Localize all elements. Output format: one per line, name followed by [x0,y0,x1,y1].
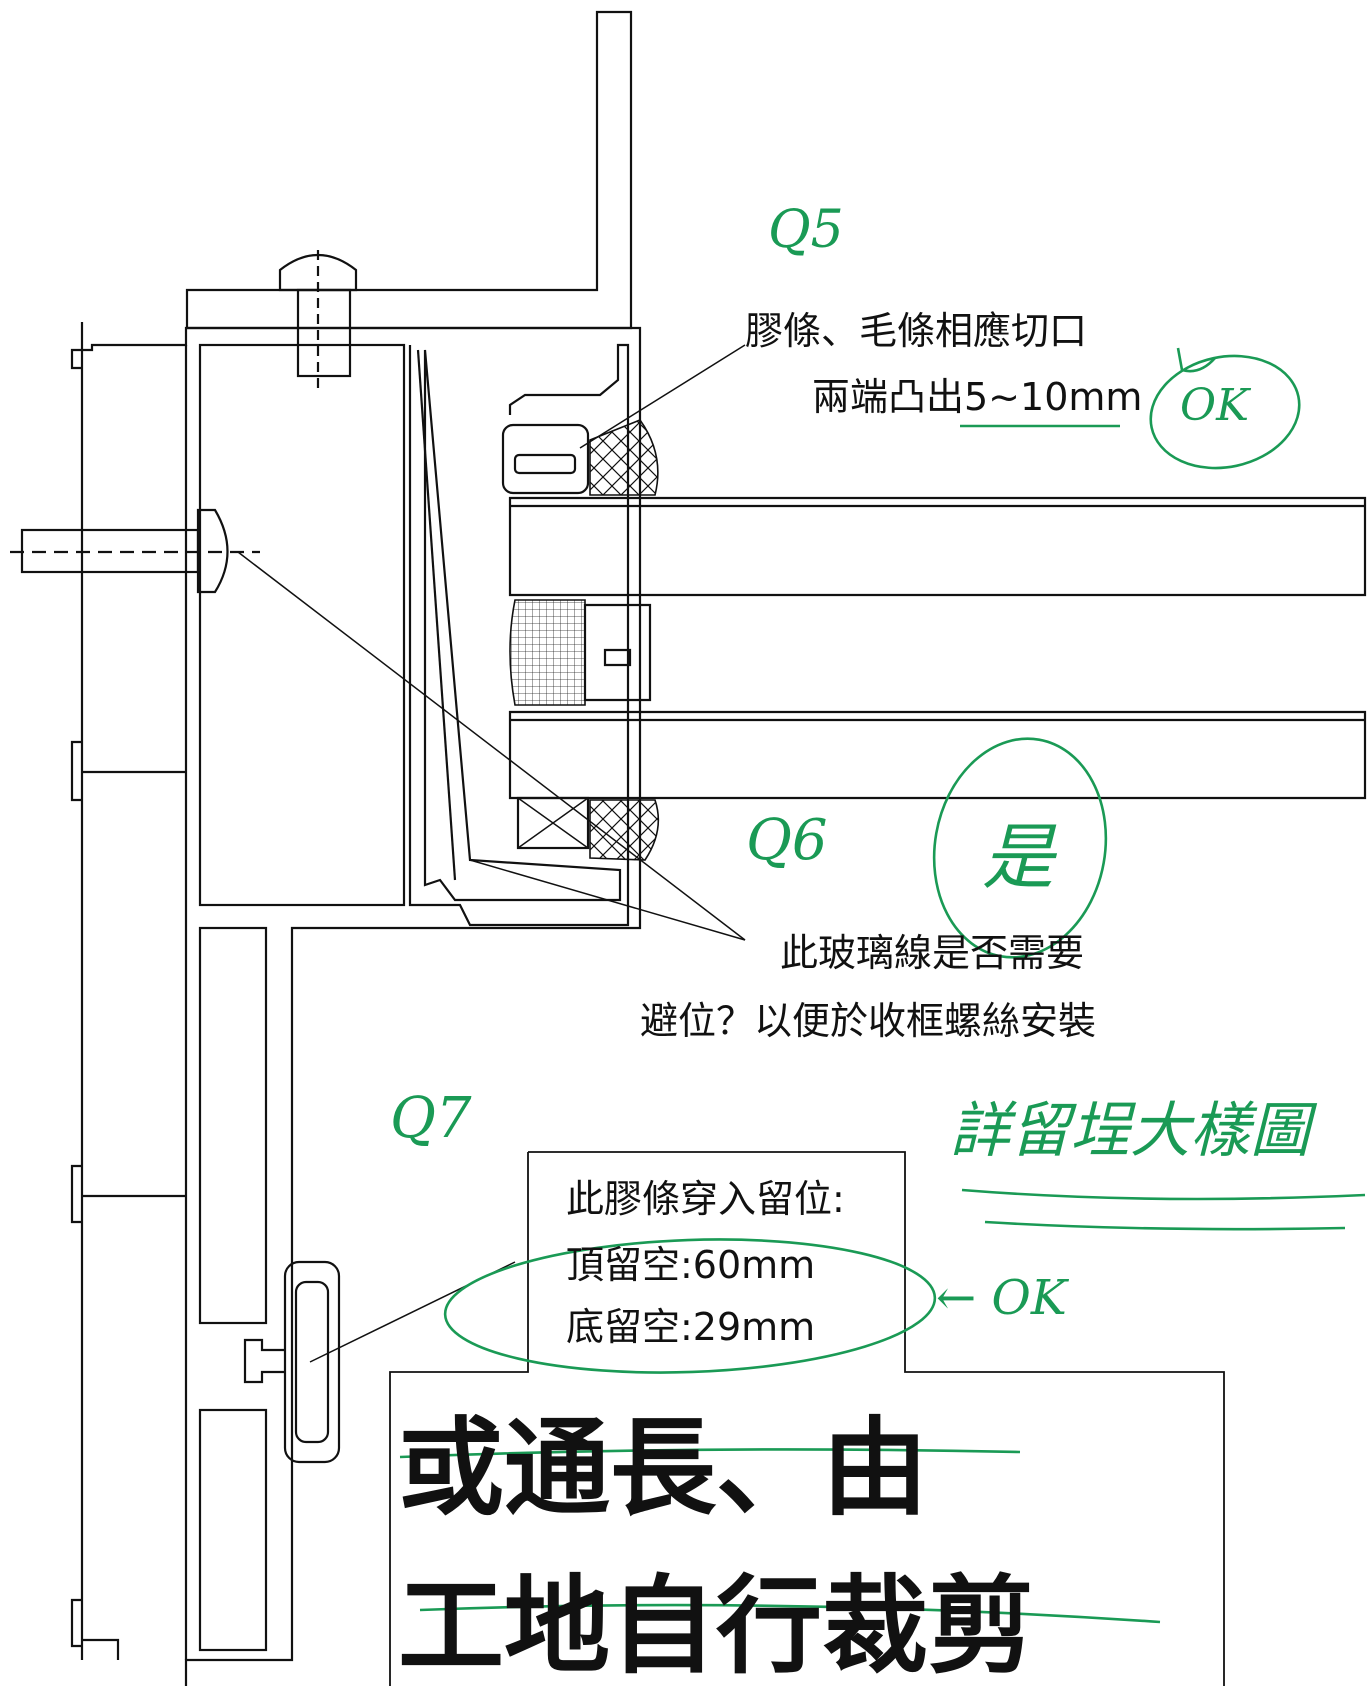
mullion-fin-4 [70,1598,120,1660]
q7-note-line3: 底留空:29mm [566,1305,816,1349]
bottom-setting-block [516,796,590,850]
q6-reply: 是 [982,815,1055,899]
q7-reply: ← OK [936,1270,1067,1326]
q7-note-line1: 此膠條穿入留位: [566,1177,845,1221]
top-angle-bracket [185,10,633,330]
mullion-profile [80,322,642,1690]
q5-label: Q5 [768,200,844,260]
mullion-chamber-top [198,343,406,907]
q5-note-line1: 膠條、毛條相應切口 [745,309,1088,353]
side-screw-head [196,508,229,594]
big-note-line2: 工地自行裁剪 [398,1565,1034,1688]
side-note-underline-1 [961,1188,1366,1201]
q6-side-note: 詳留埕大樣圖 [950,1096,1310,1166]
side-note-underline-2 [984,1220,1346,1231]
q6-note-line2: 避位？以便於收框螺絲安裝 [640,999,1097,1043]
q5-checkmark [1176,347,1216,373]
mullion-fin-2 [70,740,186,802]
q6-note-line1: 此玻璃線是否需要 [780,931,1085,975]
mullion-chamber-mid [198,926,268,1325]
top-screw-head [278,253,358,292]
glass-outer-pane [508,496,1367,597]
mullion-chamber-low [198,1408,268,1652]
mullion-fin-3 [70,1164,186,1224]
q6-answer-circle [932,737,1108,959]
bottom-sealant [589,799,660,861]
edge-seal [509,599,586,706]
sash-frame [408,343,630,927]
q7-dimension-circle [443,1238,937,1374]
top-screw-shank [296,288,352,378]
glass-inner-pane [508,710,1367,800]
q5-note-line2: 兩端凸出5~10mm [812,375,1143,419]
q6-label: Q6 [746,808,828,873]
top-sealant [589,419,659,496]
q7-label: Q7 [390,1086,472,1151]
big-note-line1: 或通長、由 [398,1407,928,1530]
big-note-strike-1 [399,1448,1021,1459]
mullion-fin-1 [70,348,82,370]
q5-reply: OK [1180,380,1249,431]
vertical-gasket [283,1260,341,1464]
q7-note-line2: 頂留空:60mm [566,1243,816,1287]
big-note-strike-2 [419,1603,1161,1624]
top-gasket [501,423,590,495]
